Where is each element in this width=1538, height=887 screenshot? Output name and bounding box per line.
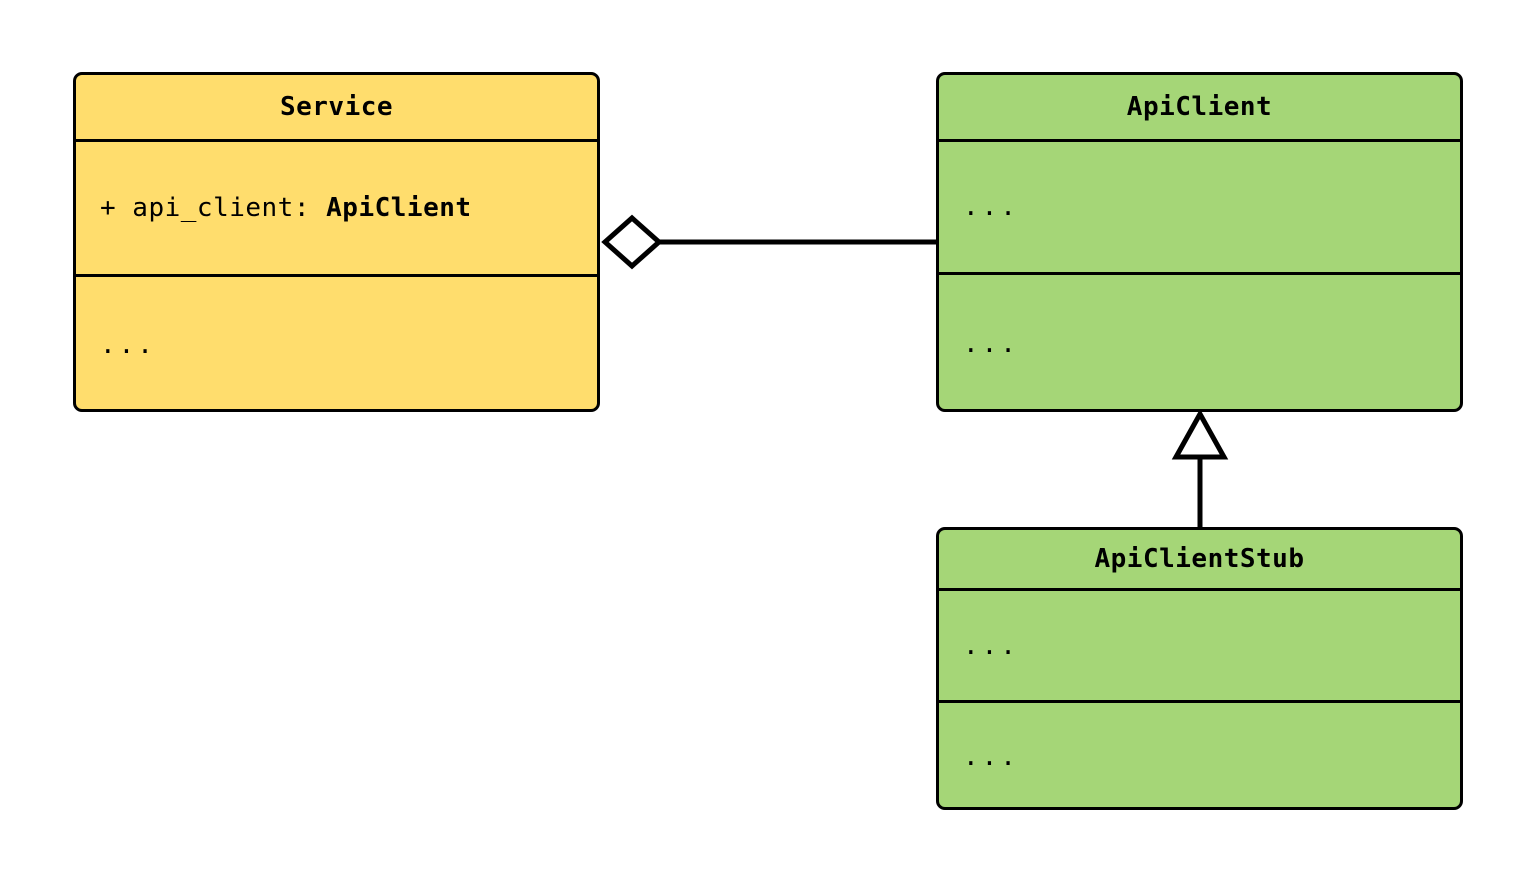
uml-class-service[interactable]: Service + api_client: ApiClient ... — [73, 72, 600, 412]
aggregation-diamond-icon — [601, 214, 663, 270]
uml-compartment-apiclientstub-attributes: ... — [939, 591, 1460, 703]
uml-compartment-apiclientstub-operations: ... — [939, 703, 1460, 807]
uml-class-apiclient[interactable]: ApiClient ... ... — [936, 72, 1463, 412]
attribute-type: ApiClient — [326, 193, 472, 223]
operation-line: ... — [963, 328, 1019, 359]
operation-line: ... — [100, 329, 156, 360]
attribute-line: ... — [963, 630, 1019, 661]
operation-line: ... — [963, 741, 1019, 772]
uml-compartment-apiclient-operations: ... — [939, 275, 1460, 409]
uml-class-title-apiclient: ApiClient — [939, 75, 1460, 142]
generalization-connector-apiclientstub-apiclient — [1171, 408, 1229, 529]
attribute-name: + api_client: — [100, 193, 327, 223]
aggregation-connector-service-apiclient — [601, 214, 938, 270]
uml-class-title-service: Service — [76, 75, 597, 142]
uml-compartment-service-attributes: + api_client: ApiClient — [76, 142, 597, 277]
generalization-triangle-icon — [1171, 408, 1229, 460]
uml-compartment-service-operations: ... — [76, 277, 597, 409]
uml-class-title-apiclientstub: ApiClientStub — [939, 530, 1460, 591]
attribute-line: ... — [963, 192, 1019, 222]
uml-compartment-apiclient-attributes: ... — [939, 142, 1460, 275]
attribute-line: + api_client: ApiClient — [100, 193, 472, 223]
uml-class-apiclientstub[interactable]: ApiClientStub ... ... — [936, 527, 1463, 810]
